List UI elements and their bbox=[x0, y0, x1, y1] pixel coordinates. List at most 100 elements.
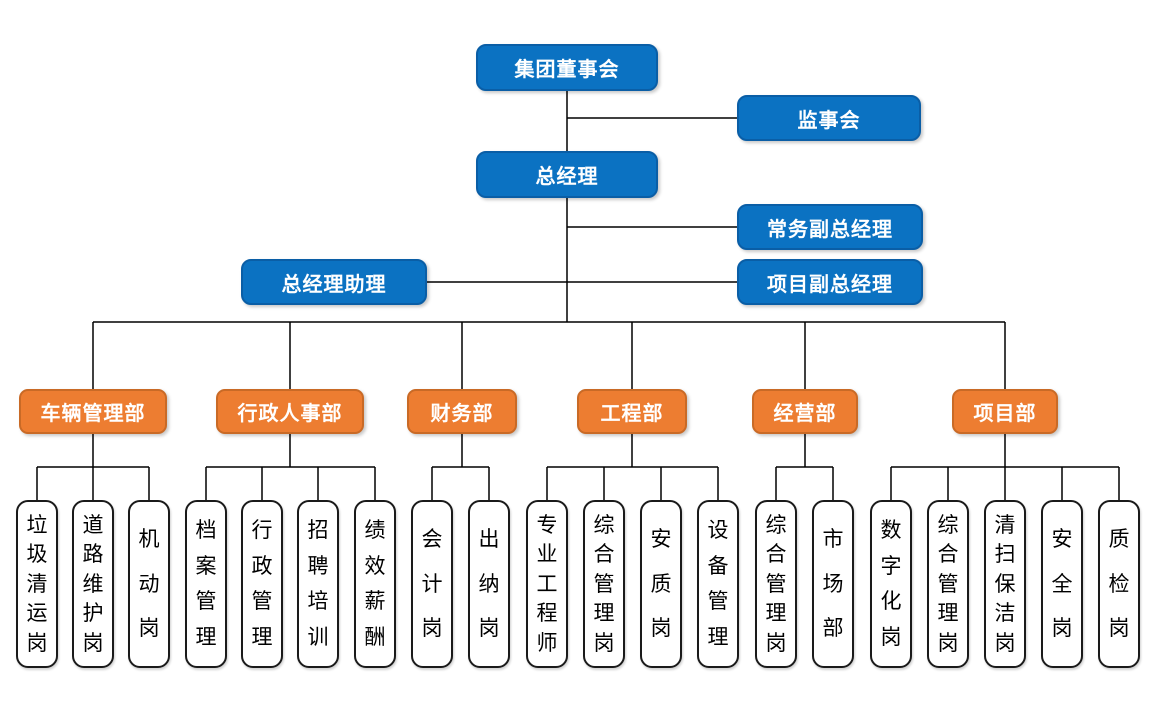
position-box: 质检岗 bbox=[1098, 500, 1140, 668]
position-label-char: 绩 bbox=[364, 519, 386, 543]
position-label-char: 清 bbox=[994, 513, 1016, 537]
position-box: 综合管理岗 bbox=[755, 500, 797, 668]
position-label-char: 质 bbox=[1108, 528, 1130, 552]
position-label-char: 场 bbox=[822, 572, 844, 596]
position-box: 设备管理 bbox=[697, 500, 739, 668]
position-label-char: 培 bbox=[307, 590, 329, 614]
position-label-char: 管 bbox=[707, 590, 729, 614]
position-label-char: 岗 bbox=[26, 631, 48, 655]
node-general-manager: 总经理 bbox=[476, 151, 658, 198]
position-box: 机动岗 bbox=[128, 500, 170, 668]
node-dept-vehicle-management: 车辆管理部 bbox=[19, 389, 167, 434]
position-label-char: 出 bbox=[478, 528, 500, 552]
position-label-char: 程 bbox=[536, 602, 558, 625]
position-label-char: 政 bbox=[251, 554, 273, 578]
position-label-char: 字 bbox=[880, 554, 902, 578]
position-box: 市场部 bbox=[812, 500, 854, 668]
position-box: 道路维护岗 bbox=[72, 500, 114, 668]
position-label-char: 综 bbox=[765, 513, 787, 537]
position-label-char: 运 bbox=[26, 602, 48, 625]
position-label-char: 酬 bbox=[364, 625, 386, 649]
position-label-char: 师 bbox=[536, 631, 558, 655]
position-label-char: 理 bbox=[195, 625, 217, 649]
position-label-char: 动 bbox=[138, 572, 160, 596]
position-label-char: 路 bbox=[82, 543, 104, 566]
position-box: 安全岗 bbox=[1041, 500, 1083, 668]
position-box: 招聘培训 bbox=[297, 500, 339, 668]
position-label-char: 岗 bbox=[765, 631, 787, 655]
position-label-char: 聘 bbox=[307, 554, 329, 578]
position-label-char: 检 bbox=[1108, 572, 1130, 596]
position-label-char: 综 bbox=[937, 513, 959, 537]
position-label-char: 设 bbox=[707, 519, 729, 543]
position-label-char: 案 bbox=[195, 554, 217, 578]
position-label-char: 理 bbox=[765, 602, 787, 625]
position-label-char: 保 bbox=[994, 572, 1016, 596]
position-label-char: 化 bbox=[880, 590, 902, 614]
position-box: 专业工程师 bbox=[526, 500, 568, 668]
position-label-char: 理 bbox=[251, 625, 273, 649]
position-box: 行政管理 bbox=[241, 500, 283, 668]
position-label-char: 理 bbox=[593, 602, 615, 625]
position-label-char: 安 bbox=[1051, 528, 1073, 552]
position-label-char: 训 bbox=[307, 625, 329, 649]
position-label-char: 招 bbox=[307, 519, 329, 543]
position-label-char: 道 bbox=[82, 513, 104, 537]
position-box: 会计岗 bbox=[411, 500, 453, 668]
position-label-char: 岗 bbox=[880, 625, 902, 649]
position-label-char: 岗 bbox=[1051, 616, 1073, 640]
position-label-char: 质 bbox=[650, 572, 672, 596]
position-label-char: 垃 bbox=[26, 513, 48, 537]
position-box: 档案管理 bbox=[185, 500, 227, 668]
node-executive-deputy-gm: 常务副总经理 bbox=[737, 204, 923, 250]
position-label-char: 岗 bbox=[994, 631, 1016, 655]
node-dept-operations: 经营部 bbox=[752, 389, 858, 434]
node-board: 集团董事会 bbox=[476, 44, 658, 91]
position-label-char: 圾 bbox=[26, 543, 48, 566]
node-project-deputy-gm: 项目副总经理 bbox=[737, 259, 923, 305]
position-label-char: 安 bbox=[650, 528, 672, 552]
position-label-char: 扫 bbox=[994, 543, 1016, 566]
position-label-char: 业 bbox=[536, 543, 558, 566]
node-dept-engineering: 工程部 bbox=[577, 389, 687, 434]
position-label-char: 纳 bbox=[478, 572, 500, 596]
position-box: 出纳岗 bbox=[468, 500, 510, 668]
position-label-char: 管 bbox=[195, 590, 217, 614]
position-label-char: 岗 bbox=[478, 616, 500, 640]
position-box: 绩效薪酬 bbox=[354, 500, 396, 668]
position-box: 清扫保洁岗 bbox=[984, 500, 1026, 668]
position-label-char: 数 bbox=[880, 519, 902, 543]
position-label-char: 效 bbox=[364, 554, 386, 578]
position-label-char: 维 bbox=[82, 572, 104, 596]
position-label-char: 合 bbox=[593, 543, 615, 566]
position-label-char: 岗 bbox=[421, 616, 443, 640]
node-dept-finance: 财务部 bbox=[407, 389, 517, 434]
position-label-char: 行 bbox=[251, 519, 273, 543]
position-box: 综合管理岗 bbox=[927, 500, 969, 668]
position-label-char: 备 bbox=[707, 554, 729, 578]
position-label-char: 合 bbox=[937, 543, 959, 566]
position-label-char: 清 bbox=[26, 572, 48, 596]
position-label-char: 专 bbox=[536, 513, 558, 537]
position-label-char: 工 bbox=[536, 572, 558, 596]
position-label-char: 计 bbox=[421, 572, 443, 596]
position-label-char: 岗 bbox=[593, 631, 615, 655]
position-label-char: 市 bbox=[822, 528, 844, 552]
node-gm-assistant: 总经理助理 bbox=[241, 259, 427, 305]
position-box: 综合管理岗 bbox=[583, 500, 625, 668]
position-label-char: 岗 bbox=[138, 616, 160, 640]
position-label-char: 岗 bbox=[82, 631, 104, 655]
node-dept-project: 项目部 bbox=[952, 389, 1058, 434]
position-label-char: 管 bbox=[251, 590, 273, 614]
position-label-char: 全 bbox=[1051, 572, 1073, 596]
position-box: 安质岗 bbox=[640, 500, 682, 668]
position-label-char: 薪 bbox=[364, 590, 386, 614]
position-label-char: 理 bbox=[707, 625, 729, 649]
position-label-char: 机 bbox=[138, 528, 160, 552]
position-label-char: 理 bbox=[937, 602, 959, 625]
position-label-char: 岗 bbox=[937, 631, 959, 655]
position-label-char: 部 bbox=[822, 616, 844, 640]
position-label-char: 岗 bbox=[1108, 616, 1130, 640]
